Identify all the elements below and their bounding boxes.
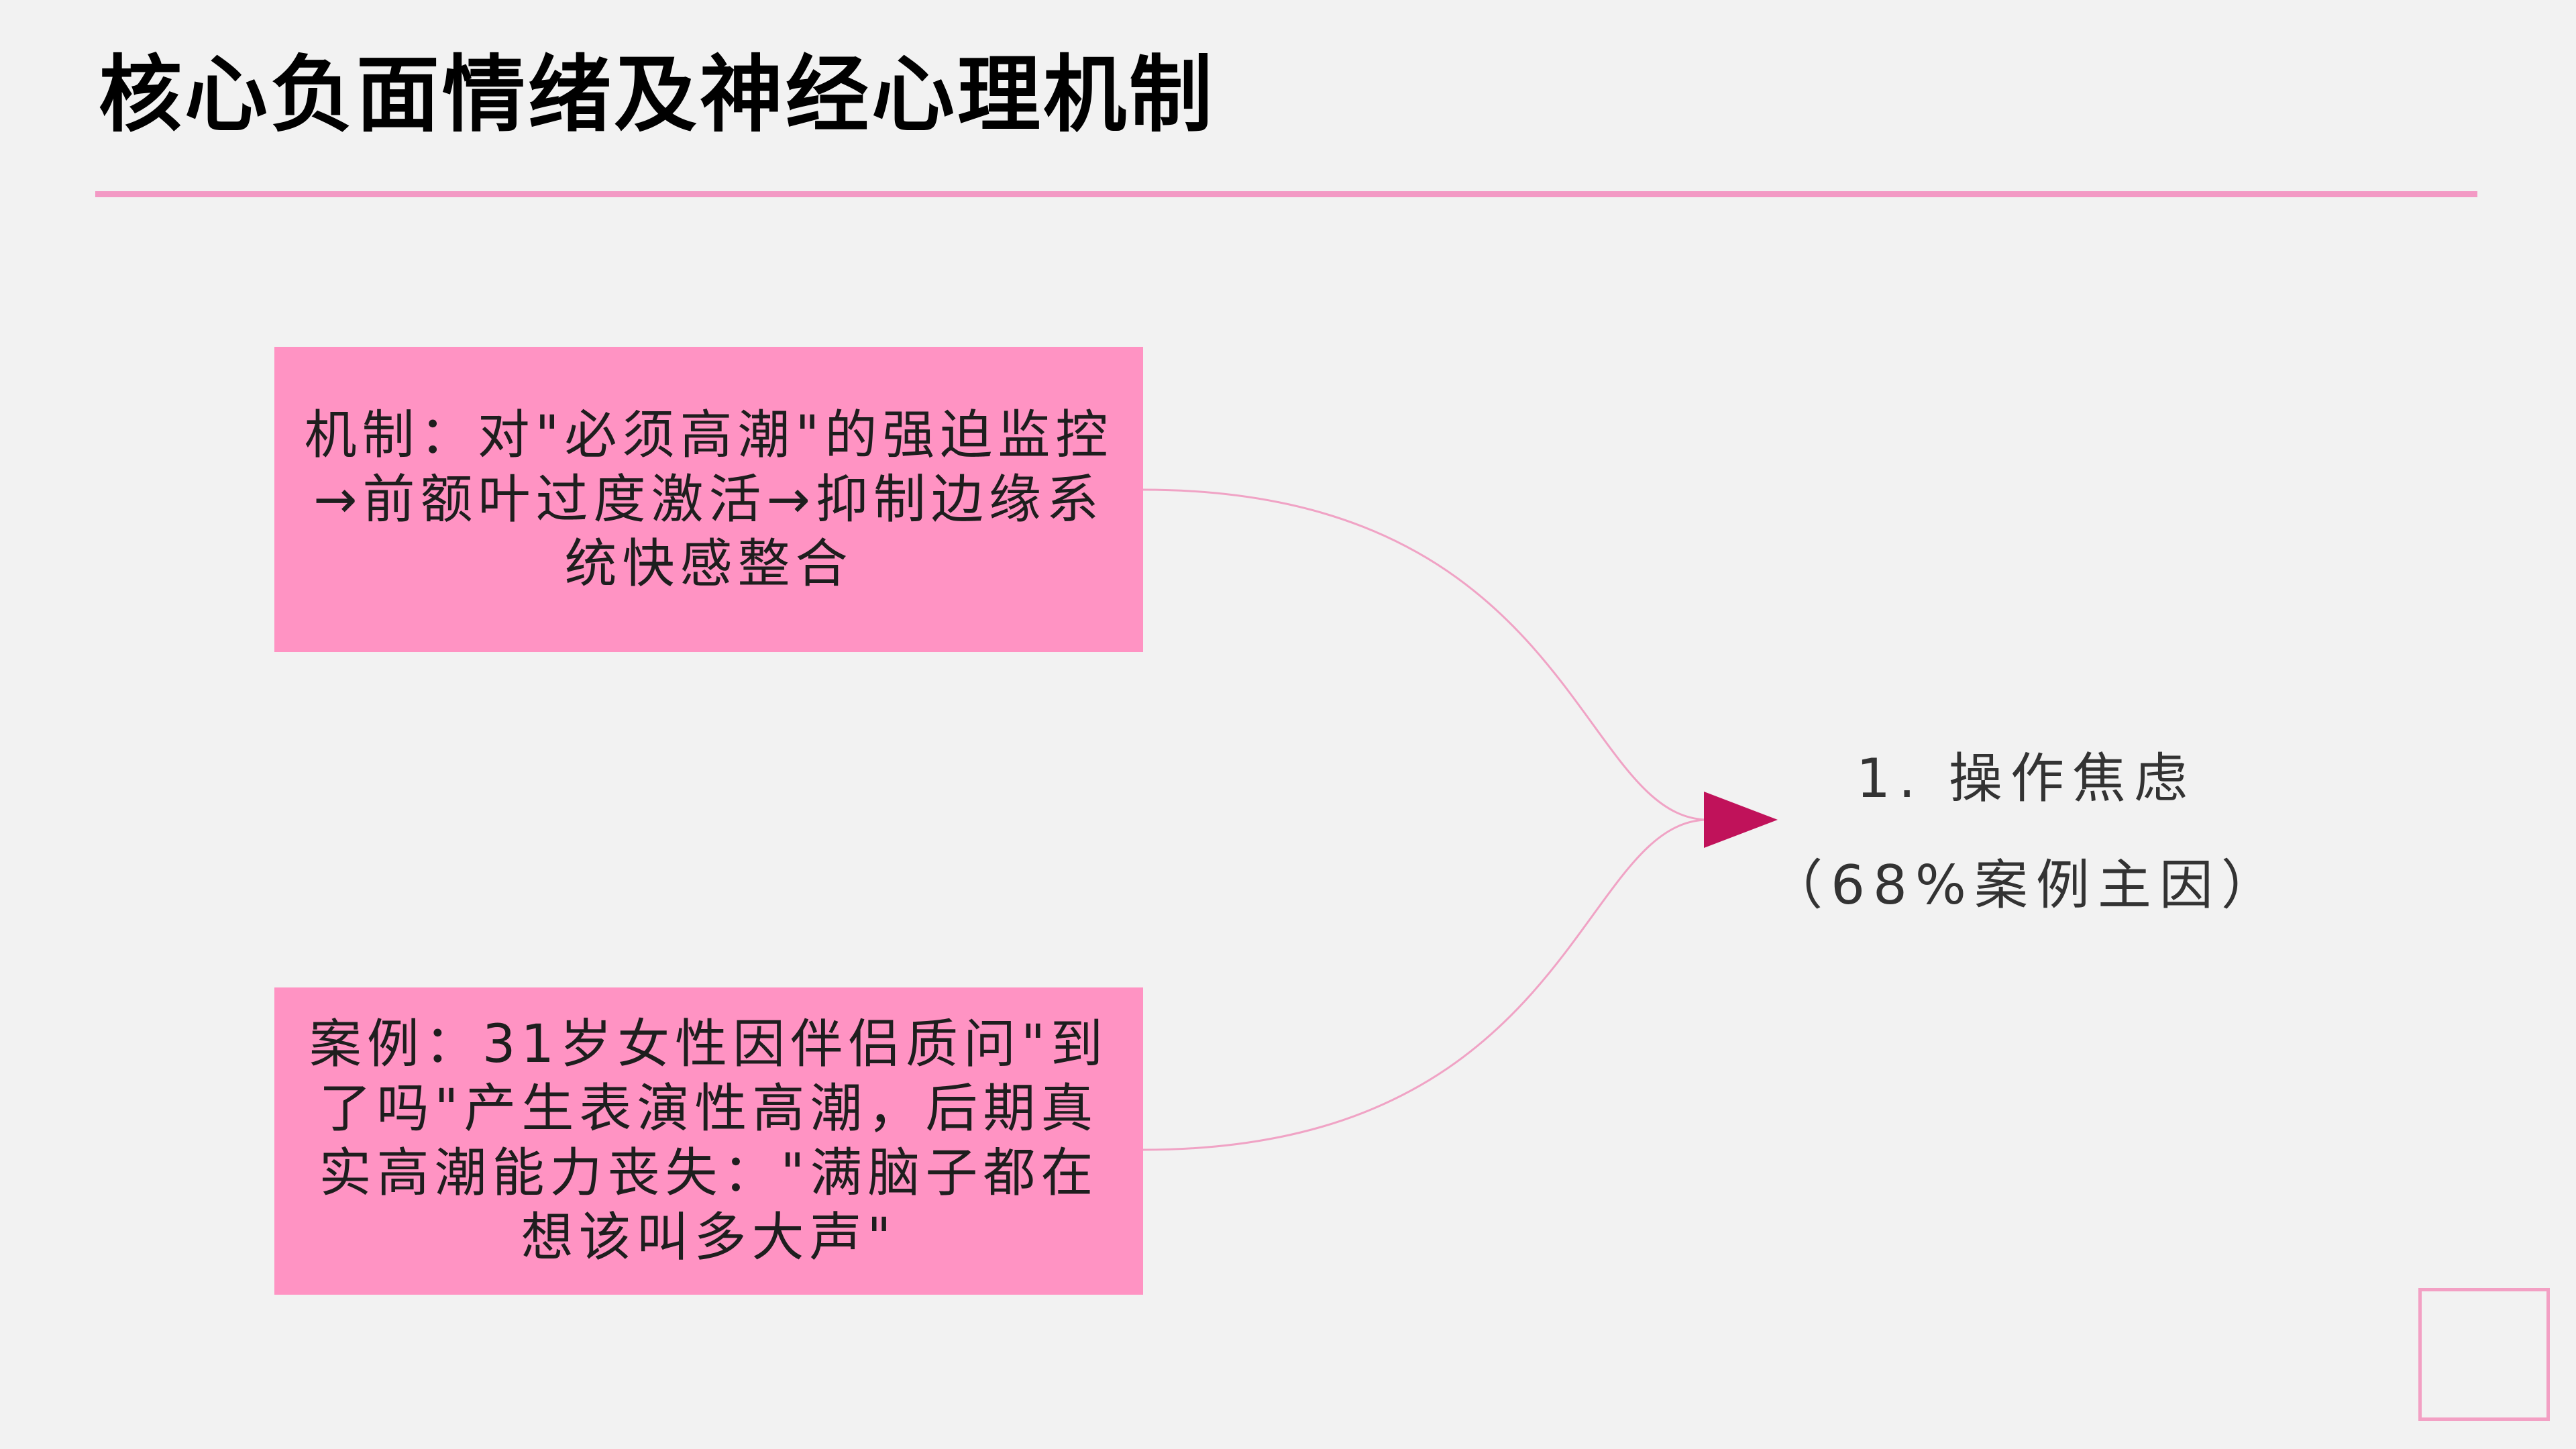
slide-title: 核心负面情绪及神经心理机制 — [99, 47, 1216, 144]
mechanism-line: →前额叶过度激活→抑制边缘系 — [313, 469, 1104, 530]
case-line: 想该叫多大声" — [521, 1208, 897, 1268]
title-divider — [95, 191, 2477, 197]
connector-case-to-target — [1142, 818, 1709, 1151]
mechanism-box: 机制：对"必须高潮"的强迫监控 →前额叶过度激活→抑制边缘系 统快感整合 — [274, 347, 1143, 652]
mechanism-line: 统快感整合 — [564, 533, 853, 594]
case-line: 了吗"产生表演性高潮，后期真 — [319, 1079, 1099, 1139]
connector-mechanism-to-target — [1142, 488, 1709, 821]
target-label: 1. 操作焦虑 — [1856, 747, 2196, 810]
corner-square-decoration — [2418, 1288, 2550, 1421]
target-note: （68%案例主因） — [1769, 854, 2283, 916]
target-node: 1. 操作焦虑 （68%案例主因） — [1758, 725, 2294, 938]
case-box: 案例：31岁女性因伴侣质问"到 了吗"产生表演性高潮，后期真 实高潮能力丧失："… — [274, 987, 1143, 1295]
mechanism-line: 机制：对"必须高潮"的强迫监控 — [304, 405, 1114, 466]
case-line: 案例：31岁女性因伴侣质问"到 — [309, 1014, 1109, 1075]
case-line: 实高潮能力丧失："满脑子都在 — [319, 1143, 1099, 1203]
